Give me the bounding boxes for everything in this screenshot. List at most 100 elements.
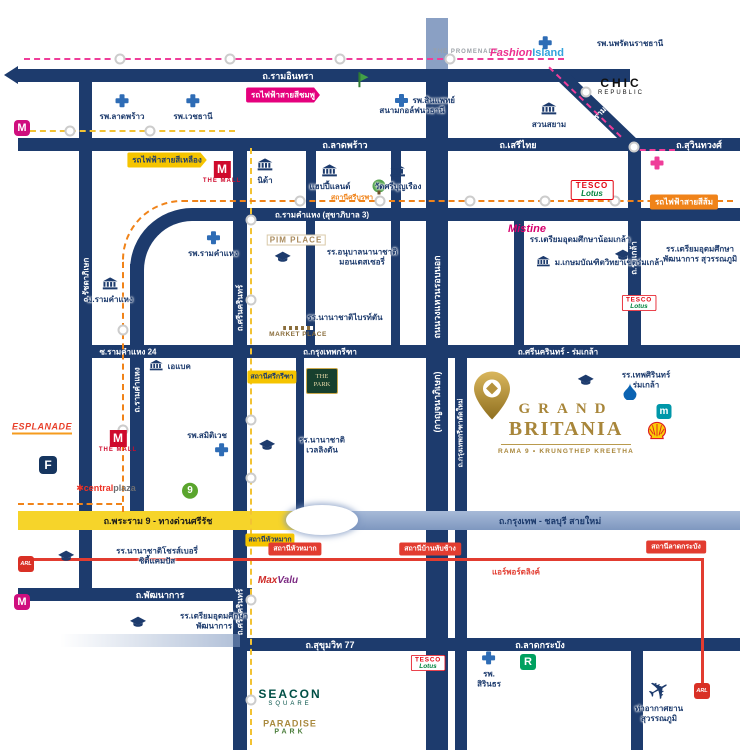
road-faded-west [60, 634, 240, 647]
pim-place-logo: PIM PLACE [266, 234, 326, 246]
samitivej-hospital: รพ.สมิติเวช [187, 431, 229, 457]
station-label-latkrabang: สถานีลาดกระบัง [646, 540, 706, 554]
temple-building-icon [390, 164, 406, 181]
pink-line-badge: รถไฟฟ้าสายสีชมพู [246, 87, 320, 103]
road-label-ram24: ซ.รามคำแหง 24 [99, 347, 157, 357]
pink-line-hospital-icon [650, 156, 664, 170]
the-promenade-logo: THE PROMENADE [433, 49, 499, 55]
abac: เอแบค [149, 358, 191, 376]
airport-link-label: แอร์พอร์ตลิงค์ [492, 567, 540, 577]
station-dot [374, 195, 386, 207]
road-label-ramkhamhaeng-v: ถ.รามคำแหง [132, 367, 142, 413]
hospital-cross-icon [538, 36, 552, 50]
university-building-icon [536, 254, 550, 271]
station-dot [144, 125, 156, 137]
vejthani-hospital: รพ.เวชธานี [173, 94, 213, 122]
suvarnabhumi-airport: ✈ ท่าอากาศยาน สุวรรณภูมิ [634, 671, 684, 723]
debsirin-romklao-school: รร.เทพศิรินทร์ ร่มเกล้า [577, 370, 670, 389]
road-ramkhamhaeng-s3 [196, 208, 740, 221]
esplanade-logo: ESPLANADE [11, 422, 73, 435]
road-ring-north-elevated [426, 18, 448, 69]
road-connector-5 [514, 221, 524, 352]
hospital-cross-icon [215, 443, 229, 457]
graduation-cap-icon [130, 614, 147, 632]
road-rama9-expressway [18, 511, 318, 530]
road-label-kk-new: ถ.กรุงเทพกรีฑาตัดใหม่ [457, 398, 465, 468]
arl-line [28, 558, 704, 561]
sinphaet-hospital: รพ.สินแพทย์ [395, 92, 455, 110]
road-label-latkrabang: ถ.ลาดกระบัง [515, 640, 565, 650]
happyland: แฮปปี้แลนด์ [310, 164, 350, 192]
yellow-line-badge: รถไฟฟ้าสายสีเหลือง [127, 152, 207, 168]
fashion-island-word1: Fashion [490, 47, 533, 59]
station-label-srikreetha: สถานีศรีกรีฑา [247, 370, 297, 384]
road-label-sukhumvit77: ถ.สุขุมวิท 77 [305, 640, 355, 650]
triamudom-pattanakarn-school: รร.เตรียมอุดมศึกษา พัฒนาการ [130, 611, 248, 630]
shrewsbury-school: รร.นานาชาติโชรส์เบอรี่ ซิตี้แคมปัส [58, 546, 198, 565]
the-mall-m-icon: M [213, 161, 231, 178]
siam-park: สวนสยาม [532, 102, 566, 130]
road-ramindra [18, 69, 630, 82]
road-connector-2 [391, 151, 401, 208]
graduation-cap-icon [614, 247, 631, 265]
station-dot [224, 53, 236, 65]
fortune-town-icon: F [39, 456, 57, 474]
road-ratchadaphisek [79, 75, 92, 601]
road-krungthep-kreetha-new [455, 358, 467, 511]
station-dot [609, 195, 621, 207]
pink-line-dash-east [630, 149, 675, 151]
station-dot [245, 294, 257, 306]
tesco-lotus-onnut-logo: TESCO Lotus [410, 655, 446, 671]
station-dot [539, 195, 551, 207]
grand-britania-logo: GRAND BRITANIA RAMA 9 • KRUNGTHEP KREETH… [498, 401, 634, 455]
landmark-building-icon [541, 102, 557, 119]
station-dot [64, 125, 76, 137]
chic-republic-logo: CHIC REPUBLIC [597, 76, 645, 96]
paradise-park-logo: PARADISE PARK [263, 718, 317, 736]
the-mall-m-icon: M [109, 430, 127, 447]
sirindhorn-hospital: รพ. สิรินธร [477, 651, 501, 688]
market-place-logo: MARKET PLACE [269, 326, 327, 338]
brand-line-1: GRAND [518, 401, 614, 417]
station-dot [245, 472, 257, 484]
arl-east-icon: ARL [694, 679, 710, 699]
orange-line-dash-vertical [122, 262, 124, 512]
yellow-line-dash-ladprao [20, 130, 235, 132]
project-location-pin [474, 371, 510, 425]
orange-line-badge: รถไฟฟ้าสายสีส้ม [649, 194, 719, 210]
triamudom-suvarnabhumi-school: รร.เตรียมอุดมศึกษา พัฒนาการ สุวรรณภูมิ [614, 244, 737, 263]
graduation-cap-icon [58, 548, 75, 566]
fashion-island-logo: FashionIsland [490, 43, 564, 61]
station-label-huamak-arl: สถานีหัวหมาก [268, 542, 322, 556]
ptt-station-icon [623, 383, 637, 405]
the-mall-ramkhamhaeng: M THE MALL [98, 430, 138, 453]
wellington-school: รร.นานาชาติ เวลลิงตัน [259, 435, 345, 454]
graduation-cap-icon [274, 249, 291, 267]
station-dot [464, 195, 476, 207]
station-dot [334, 53, 346, 65]
road-label-serithai: ถ.เสรีไทย [499, 140, 537, 150]
orange-line-dash-rama9 [18, 503, 122, 505]
landmark-building-icon [322, 164, 338, 181]
hospital-cross-icon [206, 231, 220, 245]
road-label-srinakarin-romklao: ถ.ศรีนครินทร์ - ร่มเกล้า [517, 347, 599, 357]
graduation-cap-icon [259, 437, 276, 455]
graduation-cap-icon [577, 372, 594, 390]
golf-flag-icon [357, 72, 369, 88]
station-dot [245, 214, 257, 226]
central-flower-icon: ✱ [76, 483, 84, 493]
university-building-icon [149, 358, 163, 375]
road-srinakarin-romklao [85, 345, 740, 358]
station-dot [628, 141, 640, 153]
makro-icon: m [656, 401, 672, 419]
montessori-school: รร.อนุบาลนานาชาติ มอนเตสเซอรี่ [274, 247, 397, 266]
tesco-lotus-romklao-logo: TESCO Lotus [621, 295, 657, 311]
station-dot [245, 594, 257, 606]
hospital-cross-icon [395, 94, 408, 108]
noomklao-school: รร.เตรียมอุดมศึกษาน้อมเกล้า [529, 235, 631, 245]
road-label-ring-2: (กาญจนาภิเษก) [432, 371, 442, 433]
interchange-ellipse [286, 505, 358, 535]
station-dot [245, 694, 257, 706]
robinson-icon: R [520, 652, 536, 670]
